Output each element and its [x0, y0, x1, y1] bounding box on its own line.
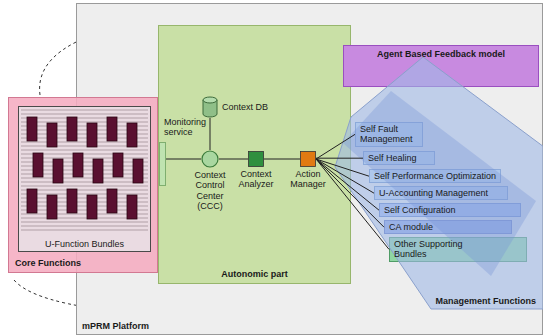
- bundle-block: [53, 159, 63, 183]
- connector-line: [316, 134, 355, 159]
- stripe-line: [21, 194, 148, 195]
- connector-line: [219, 159, 248, 160]
- bundle-illustration: [19, 107, 150, 251]
- stripe-line: [21, 226, 148, 227]
- node-label: Context Analyzer: [234, 169, 278, 190]
- square-symbol: [249, 152, 264, 167]
- group-label: Management Functions: [435, 296, 536, 306]
- bundle-block: [47, 195, 57, 219]
- node-label: U-Accounting Management: [379, 188, 503, 198]
- component-square: [248, 151, 264, 167]
- bundle-block: [27, 189, 37, 213]
- node-label: Self Fault Management: [360, 124, 418, 145]
- bundle-block: [87, 195, 97, 219]
- bundle-block: [47, 123, 57, 147]
- context-control-center: Context Control Center (CCC): [188, 150, 232, 211]
- cylinder-top: [203, 97, 217, 103]
- bundle-block: [67, 189, 77, 213]
- bundle-block: [133, 159, 143, 183]
- bundle-block: [67, 117, 77, 141]
- connector-line: [316, 159, 369, 176]
- bundle-block: [87, 123, 97, 147]
- stripe-line: [21, 118, 148, 119]
- band-shape: [331, 51, 543, 316]
- stripe-line: [21, 150, 148, 151]
- bundle-block: [127, 123, 137, 147]
- group-label: Core Functions: [15, 258, 81, 268]
- component-square: [300, 151, 316, 167]
- stripe-line: [21, 114, 148, 115]
- node-label: CA module: [389, 222, 507, 232]
- band-overlay: [343, 91, 536, 276]
- function-box: Self Healing: [363, 151, 435, 165]
- function-box: Self Configuration: [379, 203, 521, 217]
- connector-line: [316, 159, 389, 249]
- node-label: Monitoring service: [164, 117, 209, 138]
- bundle-block: [73, 153, 83, 177]
- function-box: Self Fault Management: [355, 122, 423, 147]
- group-label: Agent Based Feedback model: [377, 49, 505, 59]
- database-cylinder: [201, 96, 219, 118]
- node-label: Self Configuration: [384, 205, 516, 215]
- bundle-container: U-Function Bundles: [18, 106, 151, 252]
- ccc-circle: [201, 150, 219, 168]
- action-manager: Action Manager: [286, 151, 330, 190]
- stripe-line: [21, 190, 148, 191]
- stripe-line: [21, 186, 148, 187]
- management-functions-band: Self Fault ManagementSelf HealingSelf Pe…: [331, 51, 543, 316]
- core-functions-box: U-Function BundlesCore Functions: [8, 97, 158, 273]
- stripe-line: [21, 230, 148, 231]
- connector-line: [316, 159, 374, 193]
- function-box: CA module: [384, 220, 512, 234]
- bundle-block: [93, 159, 103, 183]
- context-db: Context DB: [201, 96, 268, 118]
- node-label: Other Supporting Bundles: [394, 239, 472, 260]
- autonomic-part-box: Monitoring service Context DB Context Cont…: [158, 25, 351, 284]
- connector-line: [316, 158, 363, 159]
- group-label: Autonomic part: [221, 269, 288, 279]
- node-label: U-Function Bundles: [43, 239, 126, 249]
- bundle-block: [113, 153, 123, 177]
- bundle-block: [107, 117, 117, 141]
- connector-line: [166, 159, 201, 160]
- node-label: Context Control Center (CCC): [188, 170, 232, 211]
- group-label: mPRM Platform: [82, 321, 149, 331]
- function-box: U-Accounting Management: [374, 186, 508, 200]
- connector-line: [264, 159, 300, 160]
- bundle-block: [33, 153, 43, 177]
- stripe-line: [21, 182, 148, 183]
- square-symbol: [301, 152, 316, 167]
- node-label: Action Manager: [286, 169, 330, 190]
- stripe-line: [21, 222, 148, 223]
- connector-line: [316, 159, 384, 227]
- circle-symbol: [202, 151, 218, 167]
- connector-line: [316, 159, 379, 210]
- node-label: Self Performance Optimization: [374, 171, 496, 181]
- context-analyzer: Context Analyzer: [234, 151, 278, 190]
- bundle-block: [107, 189, 117, 213]
- function-box: Self Performance Optimization: [369, 169, 501, 183]
- node-label: Context DB: [222, 102, 268, 112]
- stripe-line: [21, 122, 148, 123]
- node-label: Self Healing: [368, 153, 430, 163]
- bundle-block: [127, 195, 137, 219]
- stripe-line: [21, 178, 148, 179]
- monitoring-port: [159, 142, 166, 186]
- stripe-line: [21, 110, 148, 111]
- bundle-block: [27, 117, 37, 141]
- connector-line: [210, 118, 211, 150]
- band-outline: [335, 57, 543, 309]
